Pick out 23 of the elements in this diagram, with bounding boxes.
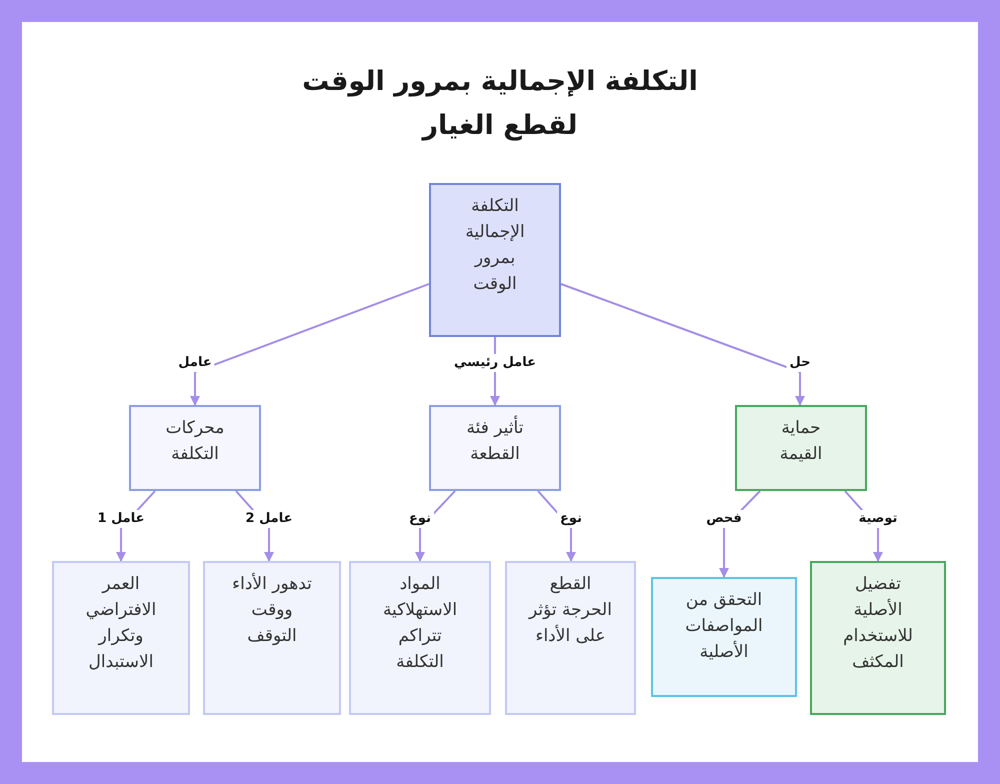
diagram-title: التكلفة الإجمالية بمرور الوقت لقطع الغيار — [301, 65, 699, 143]
process-box — [735, 405, 867, 491]
arrow — [190, 283, 430, 406]
node-label: تفضيل الأصلية للاستخدام المكثف — [842, 573, 914, 674]
node-label: حماية القيمة — [778, 417, 824, 466]
node-label: العمر الافتراضي وتكرار الاستبدال — [84, 573, 158, 674]
process-box — [349, 561, 491, 715]
node-label: محركات التكلفة — [164, 417, 226, 466]
process-box — [203, 561, 341, 715]
node-label: تدهور الأداء ووقت التوقف — [231, 572, 313, 648]
process-box — [810, 561, 946, 715]
process-box — [52, 561, 190, 715]
node-label: القطع الحرجة تؤثر على الأداء — [527, 573, 613, 648]
process-box — [429, 405, 561, 491]
arrow — [560, 283, 805, 406]
node-label: تأثير فئة القطعة — [451, 415, 539, 467]
process-box — [429, 183, 561, 337]
process-box — [651, 577, 797, 697]
node-label: التكلفة الإجمالية بمرور الوقت — [464, 195, 526, 296]
process-box — [505, 561, 636, 715]
node-label: المواد الاستهلاكية تتراكم التكلفة — [382, 573, 458, 674]
process-box — [129, 405, 261, 491]
node-label: التحقق من المواصفات الأصلية — [684, 589, 764, 664]
